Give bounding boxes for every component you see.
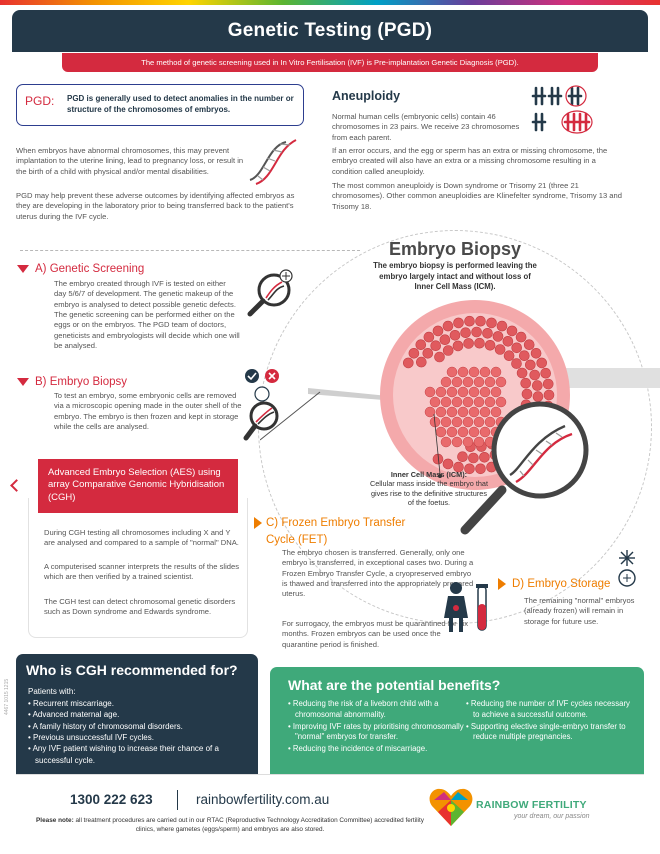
list-item: • Any IVF patient wishing to increase th…: [28, 744, 219, 765]
list-item: • Advanced maternal age.: [28, 710, 120, 720]
aneuploidy-title: Aneuploidy: [332, 89, 401, 103]
subtitle-bar: The method of genetic screening used in …: [62, 53, 598, 72]
aneuploidy-paragraph-2: If an error occurs, and the egg or sperm…: [332, 146, 608, 176]
magnifier-dna-icon: [247, 269, 293, 317]
page-title: Genetic Testing (PGD): [227, 20, 433, 41]
benefits-title: What are the potential benefits?: [288, 677, 501, 693]
footer-divider: [16, 774, 644, 775]
cgh-recommended-panel: Who is CGH recommended for? Patients wit…: [16, 654, 258, 774]
section-b-text: To test an embryo, some embryonic cells …: [54, 391, 242, 431]
section-d-text: The remaining "normal" embryos (already …: [524, 596, 635, 626]
icm-label-title: Inner Cell Mass (ICM):: [390, 470, 468, 479]
footer-note-label: Please note:: [36, 817, 74, 824]
dna-helix-icon: [249, 139, 297, 185]
list-item: • A family history of chromosomal disord…: [28, 721, 183, 731]
brand-name: RAINBOW FERTILITY: [476, 799, 587, 811]
section-d-heading: D) Embryo Storage: [496, 577, 611, 590]
benefits-list-left: • Reducing the risk of a liveborn child …: [288, 699, 466, 756]
embryo-illustration: [260, 300, 660, 535]
reference-code: 4467 1015 1215: [4, 678, 10, 715]
chromosome-pairs-icon: [531, 85, 593, 134]
list-item: • Previous unsuccessful IVF cycles.: [28, 733, 154, 743]
footer-note-text: all treatment procedures are carried out…: [73, 817, 424, 833]
website-link[interactable]: rainbowfertility.com.au: [196, 792, 330, 807]
list-item: • Reducing the incidence of miscarriage.: [288, 744, 428, 753]
section-divider: [20, 250, 360, 251]
pgd-tag: PGD:: [25, 94, 55, 108]
section-c-text-2: For surrogacy, the embryos must be quara…: [282, 619, 468, 649]
intro-paragraph-2: PGD may help prevent these adverse outco…: [16, 191, 295, 221]
benefits-panel: What are the potential benefits? • Reduc…: [270, 667, 644, 774]
list-item: • Reducing the risk of a liveborn child …: [288, 699, 439, 719]
triangle-right-icon: [254, 517, 262, 529]
phone-link[interactable]: 1300 222 623: [70, 792, 153, 807]
pgd-definition: PGD is generally used to detect anomalie…: [67, 94, 294, 114]
aes-title-box: Advanced Embryo Selection (AES) using ar…: [38, 459, 238, 513]
section-a-text: The embryo created through IVF is tested…: [54, 279, 240, 350]
aneuploidy-paragraph-3: The most common aneuploidy is Down syndr…: [332, 181, 622, 211]
pgd-definition-box: PGD: PGD is generally used to detect ano…: [16, 84, 304, 126]
section-c-title: C) Frozen Embryo Transfer Cycle (FET): [266, 517, 406, 546]
test-result-icons: [243, 369, 279, 441]
section-c-text-1: The embryo chosen is transferred. Genera…: [282, 548, 474, 599]
cgh-info-box: [28, 498, 248, 638]
patient-and-tube-icon: [444, 582, 488, 632]
list-item: • Supporting elective single-embryo tran…: [466, 721, 626, 742]
rainbow-stripe: [0, 0, 660, 5]
embryo-biopsy-title: Embryo Biopsy: [388, 239, 522, 259]
benefits-list-right: • Reducing the number of IVF cycles nece…: [466, 699, 636, 744]
cgh-panel-subtitle: Patients with:: [28, 687, 76, 696]
section-d-title: D) Embryo Storage: [512, 578, 611, 590]
section-b-heading: B) Embryo Biopsy: [17, 376, 127, 388]
list-item: • Reducing the number of IVF cycles nece…: [466, 699, 630, 719]
title-banner: Genetic Testing (PGD): [12, 10, 648, 52]
embryo-biopsy-description: The embryo biopsy is performed leaving t…: [373, 261, 537, 292]
section-b-title: B) Embryo Biopsy: [35, 376, 128, 388]
triangle-down-icon: [17, 378, 29, 386]
triangle-down-icon: [17, 265, 29, 273]
rainbow-heart-logo-icon: [429, 788, 473, 826]
list-item: • Improving IVF rates by prioritising ch…: [288, 721, 464, 742]
cgh-paragraph-2: A computerised scanner interprets the re…: [44, 562, 240, 582]
footer-separator: [177, 790, 178, 810]
triangle-right-icon: [498, 577, 506, 590]
section-a-heading: A) Genetic Screening: [17, 263, 144, 275]
footer-note: Please note: all treatment procedures ar…: [30, 817, 430, 835]
cgh-panel-title: Who is CGH recommended for?: [26, 662, 238, 678]
icm-label-text: Cellular mass inside the embryo that giv…: [369, 479, 489, 508]
chevron-left-icon: [10, 479, 23, 492]
intro-paragraph-1: When embryos have abnormal chromosomes, …: [16, 146, 244, 176]
aneuploidy-paragraph-1: Normal human cells (embryonic cells) con…: [332, 112, 520, 142]
snowflake-cell-icon: [618, 550, 636, 587]
section-a-title: A) Genetic Screening: [35, 263, 145, 275]
icm-label: Inner Cell Mass (ICM): Cellular mass ins…: [368, 470, 490, 508]
brand-tagline: your dream, our passion: [514, 813, 590, 820]
list-item: • Recurrent miscarriage.: [28, 699, 114, 708]
cgh-paragraph-3: The CGH test can detect chromosomal gene…: [44, 597, 236, 617]
cgh-paragraph-1: During CGH testing all chromosomes inclu…: [44, 528, 239, 548]
cgh-recommended-list: • Recurrent miscarriage. • Advanced mate…: [28, 698, 256, 766]
